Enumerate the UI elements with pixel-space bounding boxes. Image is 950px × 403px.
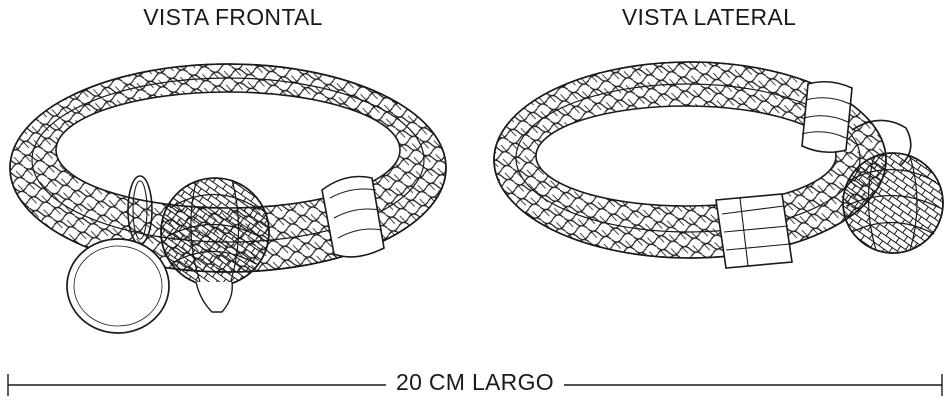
- side-upper-sleeve: [801, 80, 853, 154]
- front-tag: [66, 175, 170, 334]
- front-knot: [160, 177, 270, 313]
- front-clasp-sleeve: [321, 175, 385, 258]
- side-inner-opening: [535, 105, 837, 207]
- front-view-bracelet: [9, 63, 447, 334]
- side-view-bracelet: [493, 61, 944, 269]
- side-view-title: VISTA LATERAL: [621, 4, 797, 30]
- dimension-label: 20 CM LARGO: [386, 369, 564, 395]
- side-knot: [842, 152, 944, 254]
- length-dimension: 20 CM LARGO: [0, 366, 950, 403]
- side-lower-sleeve: [715, 193, 793, 269]
- bracelet-drawings: [9, 61, 944, 334]
- front-view-title: VISTA FRONTAL: [143, 4, 323, 30]
